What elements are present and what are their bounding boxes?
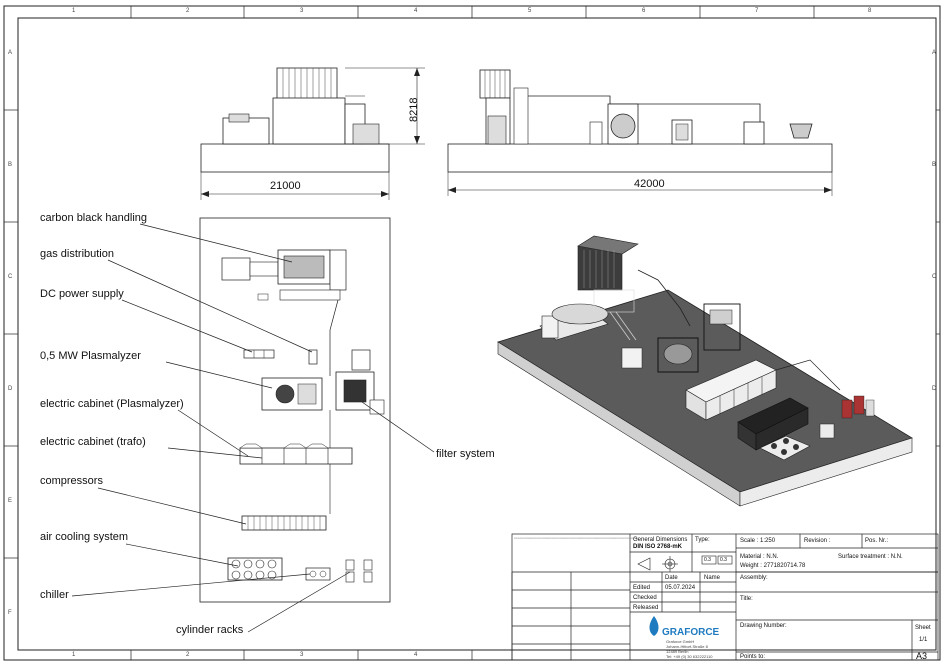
pos-nr: Pos. Nr.:: [865, 538, 889, 544]
zone-side-b: B: [8, 162, 13, 168]
zone-right-b: B: [932, 162, 937, 168]
tolerance-2: 0.3: [720, 557, 727, 563]
zone-top-7: 7: [755, 8, 759, 14]
title-field: Title:: [740, 596, 753, 602]
edited-label: Edited: [633, 585, 651, 591]
label-electric-cabinet-trafo: electric cabinet (trafo): [40, 436, 146, 448]
company-logo: GRAFORCE: [662, 627, 720, 638]
date-header: Date: [665, 575, 678, 581]
checked-label: Checked: [633, 595, 657, 601]
label-plasmalyzer: 0,5 MW Plasmalyzer: [40, 350, 141, 362]
tolerance-1: 0.3: [704, 557, 711, 563]
zone-side-f: F: [8, 610, 12, 616]
zone-bottom-1: 1: [72, 652, 76, 658]
side-elevation-left: [200, 67, 425, 200]
type-label: Type:: [695, 537, 710, 543]
points-to: Points to:: [740, 654, 766, 660]
zone-top-5: 5: [528, 8, 532, 14]
zone-bottom-2: 2: [186, 652, 190, 658]
legal-notice: ▪▪▪▪▪▪▪▪▪▪▪▪▪▪▪▪▪▪▪▪▪▪▪▪▪▪▪▪▪▪▪▪▪▪▪▪▪▪▪▪…: [514, 536, 639, 540]
zone-right-a: A: [932, 50, 937, 56]
zone-side-e: E: [8, 498, 13, 504]
label-air-cooling-system: air cooling system: [40, 531, 129, 543]
zone-side-d: D: [8, 386, 13, 392]
scale: Scale : 1:250: [740, 538, 776, 544]
dimension-width-right: 42000: [634, 178, 665, 190]
released-label: Released: [633, 605, 659, 611]
zone-top-6: 6: [642, 8, 646, 14]
company-street: Johann-Hittorf-Straße 8: [666, 644, 708, 649]
zone-top-4: 4: [414, 8, 418, 14]
zone-top-1: 1: [72, 8, 76, 14]
zone-side-c: C: [8, 274, 13, 280]
zone-top-2: 2: [186, 8, 190, 14]
label-dc-power-supply: DC power supply: [40, 288, 124, 300]
company-city: 12489 Berlin: [666, 649, 689, 654]
dimension-width-left: 21000: [270, 180, 301, 192]
weight: Weight : 2771820714.78: [740, 563, 806, 569]
company-phone: Tel: +49 (0) 30 632222110: [666, 654, 713, 659]
label-cylinder-racks: cylinder racks: [176, 624, 244, 636]
zone-right-c: C: [932, 274, 937, 280]
zone-top-3: 3: [300, 8, 304, 14]
label-chiller: chiller: [40, 589, 69, 601]
label-electric-cabinet-plasmalyzer: electric cabinet (Plasmalyzer): [40, 398, 184, 410]
sheet-format: A3: [916, 651, 928, 661]
zone-side-a: A: [8, 50, 13, 56]
general-dimensions: General Dimensions: [633, 537, 688, 543]
edited-date: 05.07.2024: [665, 585, 696, 591]
material: Material : N.N.: [740, 554, 779, 560]
isometric-view: [497, 235, 913, 507]
zone-right-d: D: [932, 386, 937, 392]
label-gas-distribution: gas distribution: [40, 248, 114, 260]
zone-bottom-4: 4: [414, 652, 418, 658]
drawing-number: Drawing Number:: [740, 623, 787, 629]
name-header: Name: [704, 575, 721, 581]
label-compressors: compressors: [40, 475, 103, 487]
assembly: Assembly:: [740, 575, 768, 581]
label-filter-system: filter system: [436, 448, 495, 460]
din-standard: DIN ISO 2768-mK: [633, 544, 683, 550]
zone-bottom-3: 3: [300, 652, 304, 658]
company-name: Graforce GmbH: [666, 639, 695, 644]
surface-treatment: Surface treatment : N.N.: [838, 554, 903, 560]
label-carbon-black-handling: carbon black handling: [40, 212, 148, 224]
sheet-number: 1/1: [919, 637, 928, 643]
revision: Revision :: [804, 538, 831, 544]
sheet-label: Sheet: [915, 625, 931, 631]
zone-top-8: 8: [868, 8, 872, 14]
side-elevation-right: [447, 69, 833, 196]
